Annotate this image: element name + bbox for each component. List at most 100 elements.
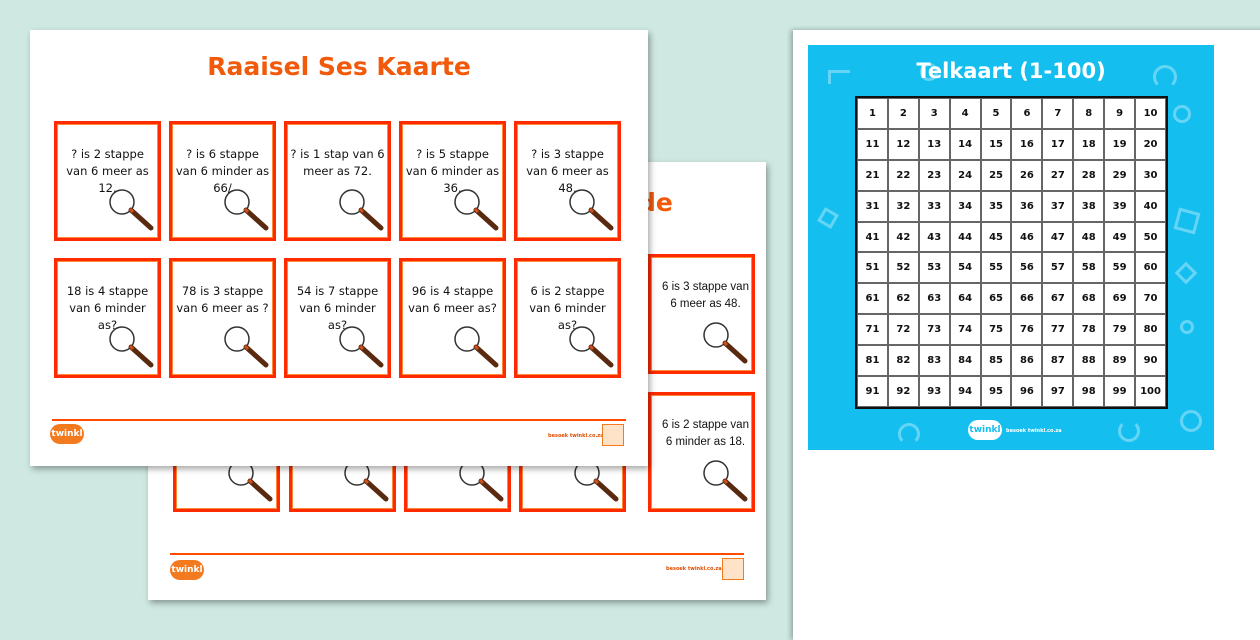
grid-cell: 33 (918, 190, 950, 222)
magnifying-glass-icon (228, 460, 273, 502)
footer-divider (52, 419, 626, 421)
grid-cell: 2 (887, 98, 919, 129)
grid-cell: 19 (1104, 128, 1136, 160)
puzzle-card: 6 is 2 stappe van 6 minder as 18. (648, 392, 755, 512)
grid-cell: 10 (1135, 98, 1166, 129)
magnifying-glass-icon (569, 189, 614, 231)
grid-cell: 65 (980, 283, 1012, 315)
grid-cell: 77 (1042, 314, 1074, 346)
grid-cell: 1 (857, 98, 888, 129)
grid-cell: 88 (1073, 345, 1105, 377)
grid-cell: 22 (887, 159, 919, 191)
grid-cell: 8 (1073, 98, 1105, 129)
grid-cell: 97 (1042, 376, 1074, 407)
grid-cell: 21 (857, 159, 888, 191)
grid-cell: 34 (949, 190, 981, 222)
puzzle-card: 96 is 4 stappe van 6 meer as? (399, 258, 506, 378)
grid-cell: 62 (887, 283, 919, 315)
puzzle-card: ? is 1 stap van 6 meer as 72. (284, 121, 391, 241)
card-text: 18 is 4 stappe van 6 minder as? (66, 284, 149, 332)
grid-cell: 25 (980, 159, 1012, 191)
grid-cell: 42 (887, 221, 919, 253)
grid-cell: 63 (918, 283, 950, 315)
page-title: Raaisel Ses Kaarte (207, 52, 471, 81)
grid-cell: 100 (1135, 376, 1166, 407)
grid-cell: 27 (1042, 159, 1074, 191)
grid-cell: 80 (1135, 314, 1166, 346)
grid-cell: 9 (1104, 98, 1136, 129)
grid-cell: 32 (887, 190, 919, 222)
twinkl-logo: twinkl (968, 420, 1002, 440)
grid-cell: 13 (918, 128, 950, 160)
grid-cell: 78 (1073, 314, 1105, 346)
front-worksheet: Raaisel Ses Kaarte ? is 2 stappe van 6 m… (30, 30, 648, 466)
magnifying-glass-icon (454, 326, 499, 368)
grid-cell: 79 (1104, 314, 1136, 346)
grid-cell: 4 (949, 98, 981, 129)
magnifying-glass-icon (569, 326, 614, 368)
grid-cell: 75 (980, 314, 1012, 346)
grid-cell: 12 (887, 128, 919, 160)
grid-cell: 45 (980, 221, 1012, 253)
grid-cell: 44 (949, 221, 981, 253)
card-text: 54 is 7 stappe van 6 minder as? (296, 284, 379, 332)
grid-cell: 31 (857, 190, 888, 222)
grid-cell: 83 (918, 345, 950, 377)
grid-cell: 59 (1104, 252, 1136, 284)
grid-cell: 96 (1011, 376, 1043, 407)
grid-cell: 61 (857, 283, 888, 315)
puzzle-card: 18 is 4 stappe van 6 minder as? (54, 258, 161, 378)
grid-cell: 91 (857, 376, 888, 407)
grid-cell: 72 (887, 314, 919, 346)
magnifying-glass-icon (224, 189, 269, 231)
card-text: 96 is 4 stappe van 6 meer as? (408, 284, 497, 315)
puzzle-card: 54 is 7 stappe van 6 minder as? (284, 258, 391, 378)
grid-cell: 87 (1042, 345, 1074, 377)
grid-cell: 67 (1042, 283, 1074, 315)
grid-cell: 23 (918, 159, 950, 191)
card-text: ? is 3 stappe van 6 meer as 48. (526, 147, 609, 195)
badge-icon (602, 424, 624, 446)
grid-cell: 51 (857, 252, 888, 284)
grid-cell: 84 (949, 345, 981, 377)
grid-cell: 47 (1042, 221, 1074, 253)
footer-url: besoek twinkl.co.za (1006, 428, 1062, 434)
grid-cell: 66 (1011, 283, 1043, 315)
grid-cell: 73 (918, 314, 950, 346)
grid-cell: 64 (949, 283, 981, 315)
grid-cell: 94 (949, 376, 981, 407)
card-text: 6 is 2 stappe van 6 minder as 18. (662, 419, 749, 448)
grid-cell: 3 (918, 98, 950, 129)
card-text: ? is 2 stappe van 6 meer as 12. (66, 147, 149, 195)
card-text: ? is 5 stappe van 6 minder as 36. (405, 147, 500, 195)
grid-cell: 29 (1104, 159, 1136, 191)
grid-cell: 26 (1011, 159, 1043, 191)
grid-cell: 40 (1135, 190, 1166, 222)
grid-cell: 93 (918, 376, 950, 407)
grid-cell: 39 (1104, 190, 1136, 222)
chart-title: Telkaart (1-100) (916, 59, 1106, 83)
footer-url: besoek twinkl.co.za (666, 566, 722, 572)
grid-cell: 82 (887, 345, 919, 377)
magnifying-glass-icon (339, 326, 384, 368)
card-text: 78 is 3 stappe van 6 meer as ? (176, 284, 269, 315)
grid-cell: 16 (1011, 128, 1043, 160)
magnifying-glass-icon (703, 460, 748, 502)
puzzle-card: ? is 3 stappe van 6 meer as 48. (514, 121, 621, 241)
grid-cell: 46 (1011, 221, 1043, 253)
grid-cell: 86 (1011, 345, 1043, 377)
magnifying-glass-icon (109, 189, 154, 231)
footer-url: besoek twinkl.co.za (548, 433, 604, 439)
magnifying-glass-icon (454, 189, 499, 231)
card-text: ? is 6 stappe van 6 minder as 66/ (175, 147, 270, 195)
grid-cell: 57 (1042, 252, 1074, 284)
grid-cell: 81 (857, 345, 888, 377)
grid-cell: 30 (1135, 159, 1166, 191)
magnifying-glass-icon (109, 326, 154, 368)
grid-cell: 35 (980, 190, 1012, 222)
grid-cell: 38 (1073, 190, 1105, 222)
grid-cell: 74 (949, 314, 981, 346)
grid-cell: 70 (1135, 283, 1166, 315)
grid-cell: 41 (857, 221, 888, 253)
